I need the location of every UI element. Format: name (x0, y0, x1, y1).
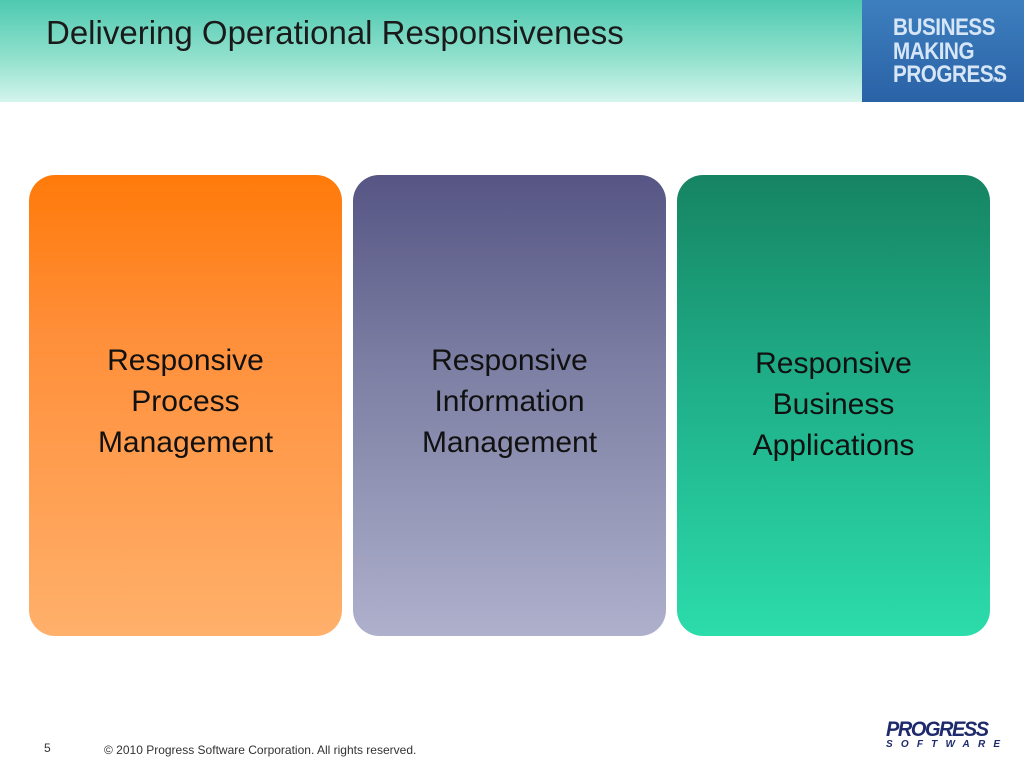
card-label-line: Responsive (107, 344, 264, 377)
page-number: 5 (44, 741, 51, 755)
card-label-line: Management (97, 426, 274, 459)
card-label-line: Applications (752, 429, 915, 462)
card-label: Responsive Business Applications (753, 343, 915, 466)
card-label-line: Information (434, 385, 585, 418)
trademark-mark: TM (992, 78, 1001, 84)
card-label-line: Management (421, 426, 598, 459)
slide-title: Delivering Operational Responsiveness (46, 14, 624, 51)
card-responsive-business-applications: Responsive Business Applications (677, 175, 990, 636)
copyright-notice: © 2010 Progress Software Corporation. Al… (104, 743, 417, 757)
card-label-line: Business (772, 388, 895, 421)
logo-wordmark: PROGRESS (886, 718, 989, 741)
brand-logo-business-making-progress: BUSINESS MAKING PROGRESS TM (862, 0, 1024, 102)
brand-tagline-line-3: PROGRESS (893, 61, 1007, 88)
header-band: Delivering Operational Responsiveness (0, 0, 862, 102)
card-responsive-process-management: Responsive Process Management (29, 175, 342, 636)
card-label-line: Responsive (431, 344, 588, 377)
card-responsive-information-management: Responsive Information Management (353, 175, 666, 636)
card-label: Responsive Information Management (422, 340, 597, 463)
card-label-line: Process (131, 385, 240, 418)
brand-tagline-line-2: MAKING (893, 38, 975, 65)
progress-software-logo: PROGRESS SOFTWARE (880, 718, 1000, 758)
card-label-line: Responsive (755, 347, 912, 380)
logo-subtitle: SOFTWARE (886, 739, 1009, 750)
card-label: Responsive Process Management (98, 340, 273, 463)
brand-tagline-line-1: BUSINESS (893, 14, 996, 41)
